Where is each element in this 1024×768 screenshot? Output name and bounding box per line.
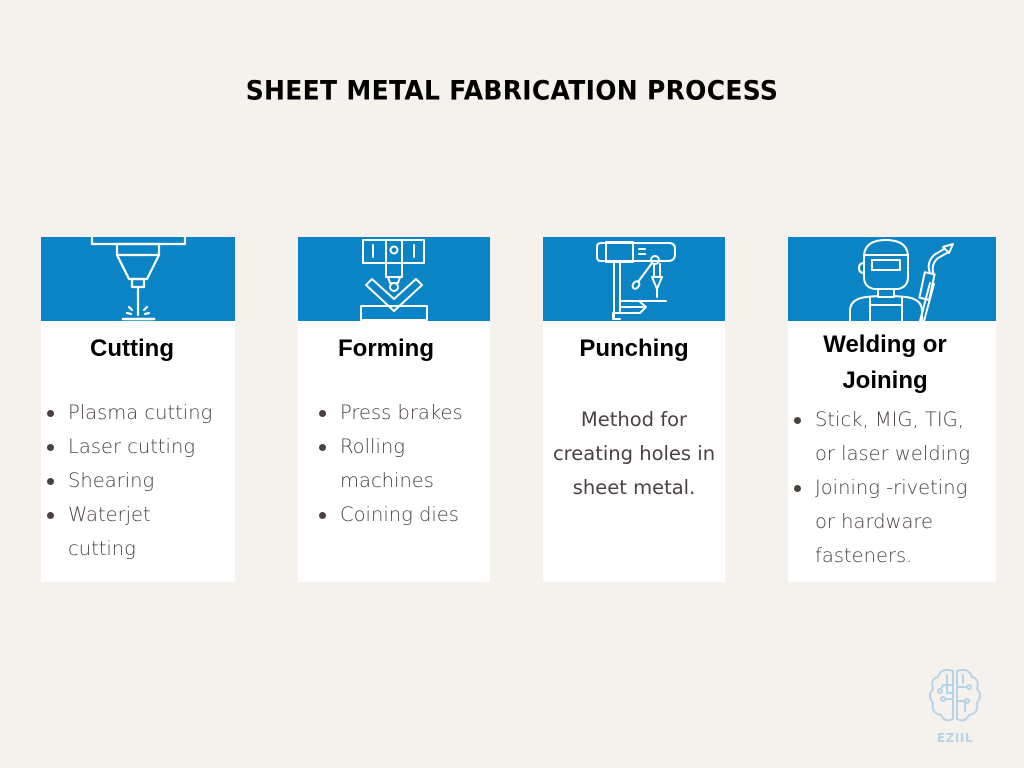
process-card-punching: Punching Method for creating holes in sh… — [543, 237, 725, 582]
card-list: Press brakes Rolling machines Coining di… — [313, 396, 490, 532]
card-title: Cutting — [90, 335, 174, 362]
list-item: Coining dies — [313, 498, 490, 532]
drill-press-icon — [596, 241, 676, 320]
list-item: Plasma cutting — [41, 396, 235, 430]
brand-label: EZIIL — [937, 731, 973, 745]
card-title: Punching — [579, 335, 689, 362]
list-item: Laser cutting — [41, 430, 235, 464]
list-item: Joining -riveting or hardware fasteners. — [788, 471, 987, 573]
welder-icon — [849, 239, 954, 321]
card-list: Plasma cutting Laser cutting Shearing Wa… — [41, 396, 235, 566]
list-item: Waterjet cutting — [41, 498, 178, 566]
brain-circuit-icon — [929, 668, 981, 722]
card-header — [298, 237, 490, 321]
card-title: Welding or Joining — [823, 331, 947, 394]
list-item: Press brakes — [313, 396, 490, 430]
press-brake-icon — [360, 239, 428, 321]
process-card-welding: Welding or Joining Stick, MIG, TIG, or l… — [788, 237, 996, 582]
list-item: Rolling machines — [313, 430, 440, 498]
card-title: Forming — [338, 335, 434, 362]
brand-logo: EZIIL — [920, 665, 990, 745]
list-item: Stick, MIG, TIG, or laser welding — [788, 403, 985, 471]
card-list: Stick, MIG, TIG, or laser welding Joinin… — [788, 403, 996, 573]
list-item: Shearing — [41, 464, 235, 498]
laser-cutter-icon — [90, 237, 187, 321]
page-title: SHEET METAL FABRICATION PROCESS — [245, 75, 779, 106]
card-header — [543, 237, 725, 321]
process-card-forming: Forming Press brakes Rolling machines Co… — [298, 237, 490, 582]
card-header — [788, 237, 996, 321]
card-header — [41, 237, 235, 321]
card-description: Method for creating holes in sheet metal… — [552, 408, 716, 499]
process-card-cutting: Cutting Plasma cutting Laser cutting She… — [41, 237, 235, 582]
